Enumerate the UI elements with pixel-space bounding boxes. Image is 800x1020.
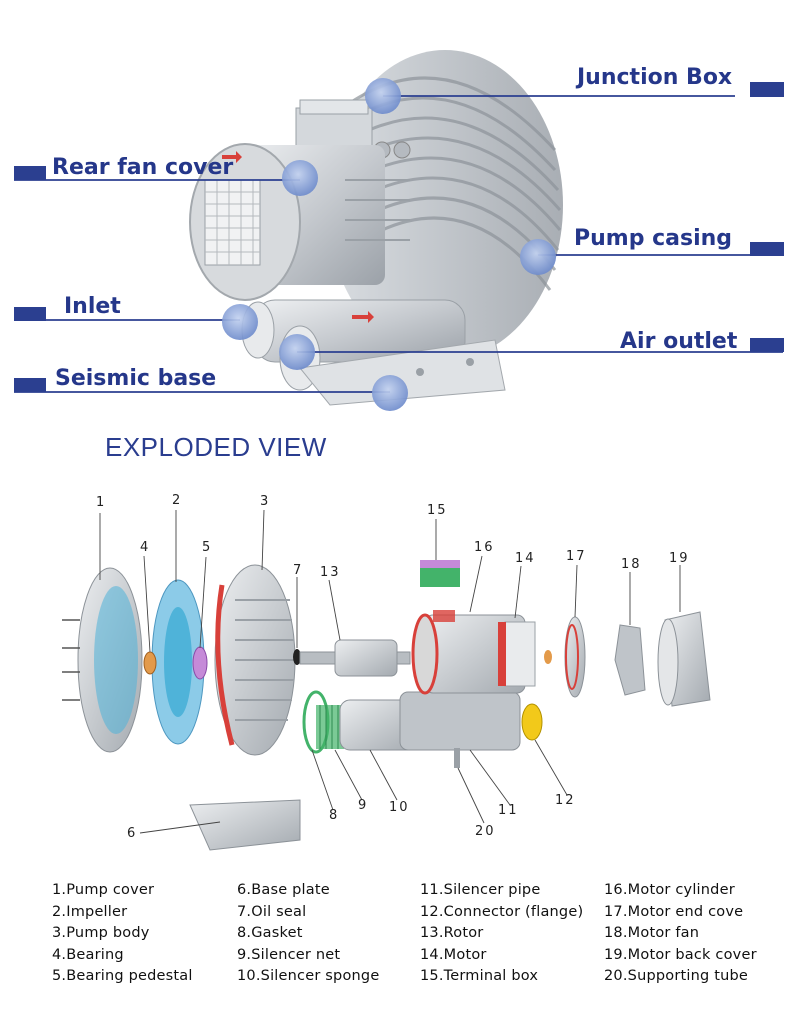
part-oil-seal (293, 649, 301, 665)
legend-item: 10.Silencer sponge (237, 968, 380, 984)
part-number-3: 3 (260, 494, 271, 509)
part-number-4: 4 (140, 540, 151, 555)
legend-item: 18.Motor fan (604, 925, 700, 941)
part-number-18: 18 (621, 557, 642, 572)
legend-item: 16.Motor cylinder (604, 882, 735, 898)
part-base-plate (189, 799, 301, 851)
legend-item: 17.Motor end cove (604, 903, 744, 920)
part-number-14: 14 (515, 551, 536, 566)
part-motor (411, 613, 536, 695)
seismic-base-marker (372, 375, 408, 411)
part-rotor (299, 639, 411, 677)
part-motor-end-cover (544, 616, 586, 698)
blower-illustration (14, 50, 784, 411)
label-junction-box: Junction Box (577, 65, 733, 90)
legend-item: 9.Silencer net (237, 946, 341, 963)
legend-item: 11.Silencer pipe (420, 882, 541, 898)
legend-column-1: 1.Pump cover 2.Impeller 3.Pump body 4.Be… (52, 880, 193, 988)
part-number-11: 11 (498, 803, 519, 818)
part-number-15: 15 (427, 503, 448, 518)
label-air-outlet: Air outlet (620, 329, 738, 354)
part-terminal-box (420, 560, 460, 587)
exploded-view-diagram (62, 509, 711, 851)
part-number-16: 16 (474, 540, 495, 555)
legend-column-3: 11.Silencer pipe 12.Connector (flange) 1… (420, 880, 583, 988)
part-pump-body (214, 564, 296, 756)
label-rear-fan-cover: Rear fan cover (52, 155, 234, 180)
legend-item: 15.Terminal box (420, 968, 539, 984)
part-number-20: 20 (475, 824, 496, 839)
pump-casing-marker (520, 239, 556, 275)
part-supporting-tube (454, 748, 460, 768)
part-number-5: 5 (202, 540, 213, 555)
part-number-7: 7 (293, 563, 304, 578)
part-number-2: 2 (172, 493, 183, 508)
part-number-9: 9 (358, 798, 369, 813)
legend-item: 19.Motor back cover (604, 946, 757, 963)
legend-item: 4.Bearing (52, 946, 124, 963)
part-connector (521, 703, 543, 741)
legend-item: 7.Oil seal (237, 903, 307, 920)
section-title: EXPLODED VIEW (105, 432, 327, 462)
inlet-marker (222, 304, 258, 340)
legend-column-2: 6.Base plate 7.Oil seal 8.Gasket 9.Silen… (237, 880, 379, 988)
part-bearing (143, 651, 157, 675)
part-motor-cylinder (433, 610, 455, 622)
legend-item: 5.Bearing pedestal (52, 968, 193, 984)
legend-item: 20.Supporting tube (604, 968, 749, 984)
part-number-17: 17 (566, 549, 587, 564)
legend-column-4: 16.Motor cylinder 17.Motor end cove 18.M… (604, 880, 757, 988)
part-silencer-net (316, 705, 344, 749)
pump-casing-shape (327, 50, 563, 360)
part-motor-fan (614, 624, 646, 696)
part-pump-cover (62, 567, 143, 753)
part-motor-back-cover (657, 611, 711, 707)
part-number-1: 1 (96, 495, 107, 510)
legend-item: 14.Motor (420, 946, 487, 963)
part-number-8: 8 (329, 808, 340, 823)
rear-fan-cover-marker (282, 160, 318, 196)
part-number-6: 6 (127, 826, 138, 841)
air-outlet-marker (279, 334, 315, 370)
part-bearing-pedestal (192, 646, 208, 680)
label-pump-casing: Pump casing (574, 226, 733, 251)
part-number-19: 19 (669, 551, 690, 566)
legend-item: 2.Impeller (52, 903, 128, 920)
legend-item: 3.Pump body (52, 925, 150, 941)
part-number-13: 13 (320, 565, 341, 580)
legend-item: 1.Pump cover (52, 882, 155, 898)
legend-item: 6.Base plate (237, 882, 330, 898)
part-silencer-pipe (399, 691, 521, 751)
legend-item: 13.Rotor (420, 925, 484, 941)
part-number-12: 12 (555, 793, 576, 808)
legend-item: 12.Connector (flange) (420, 903, 584, 920)
part-impeller (151, 579, 205, 745)
junction-box-marker (365, 78, 401, 114)
parts-legend: 1.Pump cover 2.Impeller 3.Pump body 4.Be… (0, 880, 800, 1000)
legend-item: 8.Gasket (237, 925, 303, 941)
label-seismic-base: Seismic base (55, 366, 217, 391)
label-inlet: Inlet (64, 294, 121, 319)
part-number-10: 10 (389, 800, 410, 815)
